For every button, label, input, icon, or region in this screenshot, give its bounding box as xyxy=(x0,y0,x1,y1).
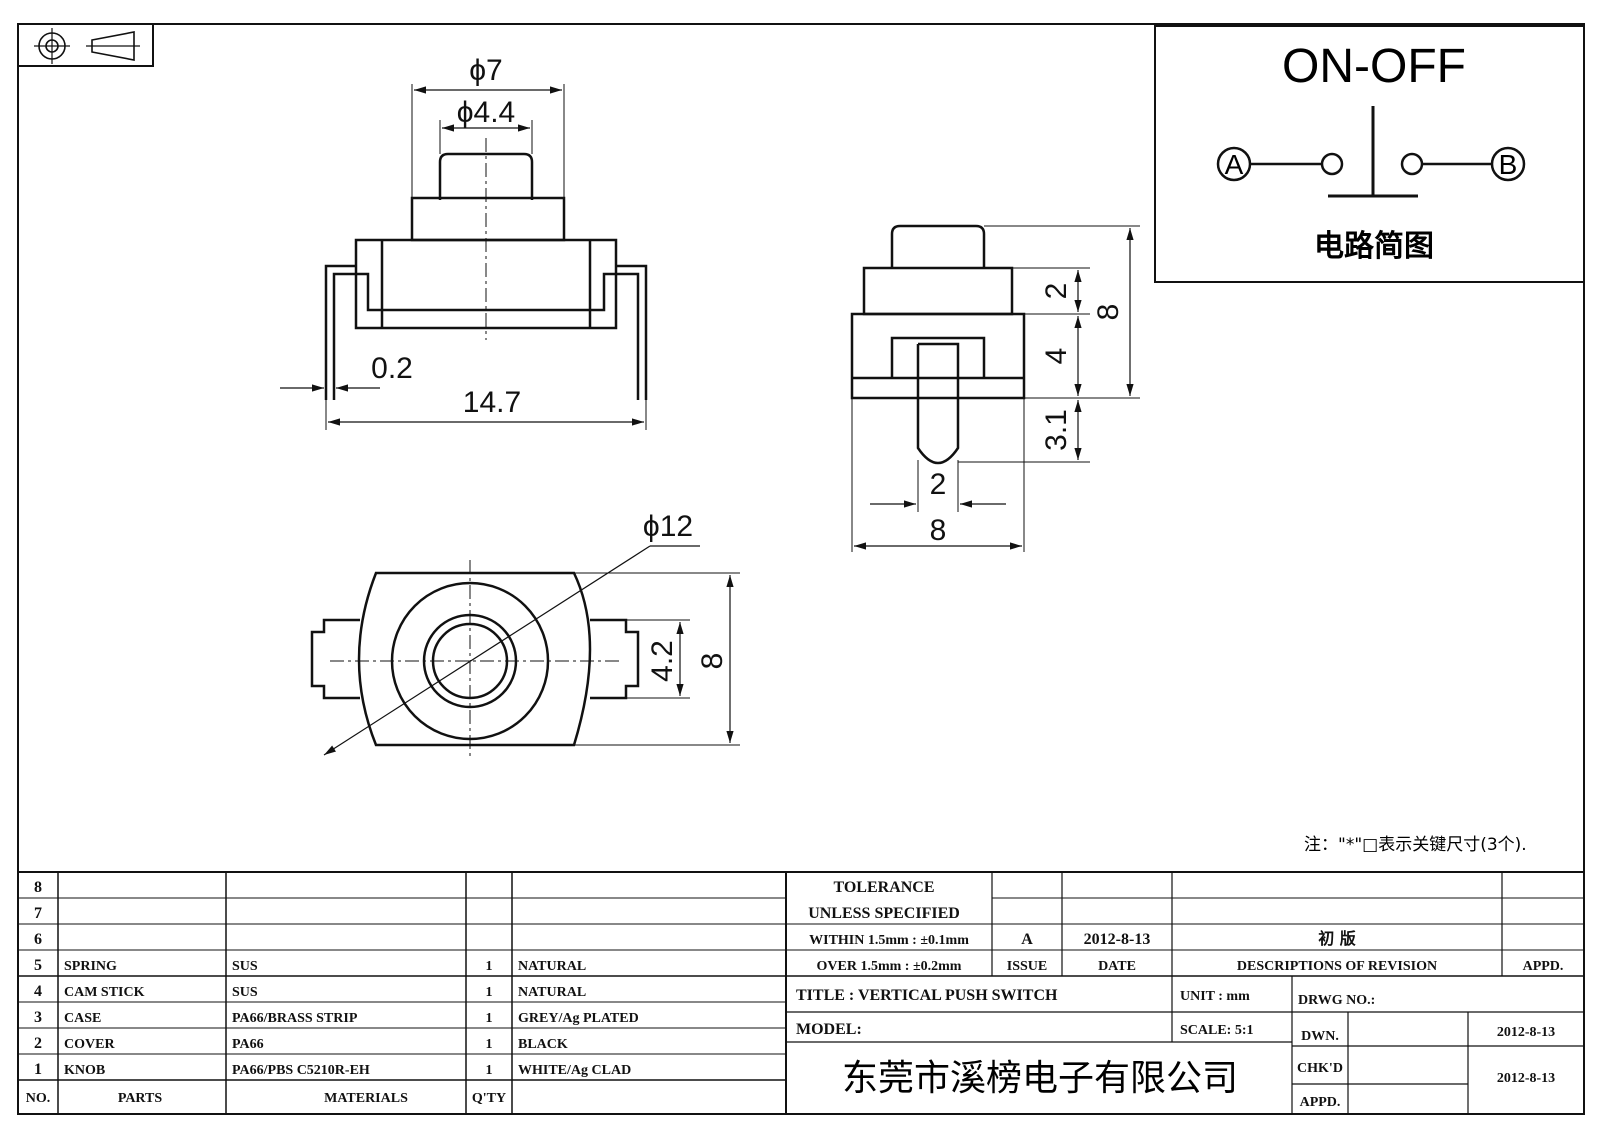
svg-text:TOLERANCE: TOLERANCE xyxy=(833,879,934,896)
table-row: 8 xyxy=(34,879,42,896)
dim-base-dia: ϕ12 xyxy=(643,510,693,543)
svg-text:NATURAL: NATURAL xyxy=(518,985,586,1000)
circuit-title: ON-OFF xyxy=(1282,40,1466,93)
svg-text:A: A xyxy=(1021,931,1033,948)
dim-overall-width: 14.7 xyxy=(463,386,521,419)
circuit-diagram: ON-OFF A B 电路简图 xyxy=(1154,25,1585,283)
svg-text:DRWG NO.:: DRWG NO.: xyxy=(1298,993,1375,1008)
svg-text:NO.: NO. xyxy=(26,1091,51,1106)
svg-text:3: 3 xyxy=(34,1009,42,1026)
svg-text:1: 1 xyxy=(486,1011,493,1026)
svg-text:NATURAL: NATURAL xyxy=(518,959,586,974)
svg-text:Q'TY: Q'TY xyxy=(472,1091,506,1106)
company-name: 东莞市溪榜电子有限公司 xyxy=(842,1058,1238,1099)
svg-text:UNLESS SPECIFIED: UNLESS SPECIFIED xyxy=(808,905,960,922)
dim-side-offset: 4.2 xyxy=(646,640,679,682)
dim-pin-thickness: 0.2 xyxy=(371,352,413,385)
terminal-b-label: B xyxy=(1499,149,1518,180)
svg-text:DWN.: DWN. xyxy=(1301,1029,1339,1044)
svg-text:WITHIN 1.5mm : ±0.1mm: WITHIN 1.5mm : ±0.1mm xyxy=(809,933,969,948)
front-view xyxy=(280,84,648,430)
svg-text:PA66/BRASS STRIP: PA66/BRASS STRIP xyxy=(232,1011,358,1026)
svg-text:OVER 1.5mm : ±0.2mm: OVER 1.5mm : ±0.2mm xyxy=(817,959,962,974)
svg-text:2: 2 xyxy=(34,1035,42,1052)
svg-text:1: 1 xyxy=(486,985,493,1000)
svg-text:1: 1 xyxy=(34,1061,42,1078)
svg-text:WHITE/Ag CLAD: WHITE/Ag CLAD xyxy=(518,1063,631,1078)
terminal-a-label: A xyxy=(1225,149,1244,180)
svg-text:MODEL:: MODEL: xyxy=(796,1021,862,1038)
table-row: 5 SPRING SUS 1 NATURAL xyxy=(34,957,586,974)
svg-text:SCALE: 5:1: SCALE: 5:1 xyxy=(1180,1023,1254,1038)
tolerance-block: TOLERANCE UNLESS SPECIFIED WITHIN 1.5mm … xyxy=(808,879,969,974)
svg-text:BLACK: BLACK xyxy=(518,1037,568,1052)
svg-text:PA66/PBS C5210R-EH: PA66/PBS C5210R-EH xyxy=(232,1063,370,1078)
svg-text:2012-8-13: 2012-8-13 xyxy=(1084,931,1151,948)
table-row: 2 COVER PA66 1 BLACK xyxy=(34,1035,568,1052)
dim-side-total: 8 xyxy=(1092,304,1125,321)
svg-text:7: 7 xyxy=(34,905,42,922)
dim-side-pin-w: 2 xyxy=(930,468,947,501)
svg-text:6: 6 xyxy=(34,931,42,948)
svg-text:GREY/Ag PLATED: GREY/Ag PLATED xyxy=(518,1011,639,1026)
dim-base-height: 8 xyxy=(696,653,729,670)
svg-text:APPD.: APPD. xyxy=(1300,1095,1341,1110)
svg-text:SUS: SUS xyxy=(232,985,258,1000)
svg-text:DESCRIPTIONS OF REVISION: DESCRIPTIONS OF REVISION xyxy=(1237,959,1437,974)
svg-text:初 版: 初 版 xyxy=(1318,929,1356,948)
dim-side-case: 4 xyxy=(1040,348,1073,365)
svg-text:COVER: COVER xyxy=(64,1037,115,1052)
svg-text:SUS: SUS xyxy=(232,959,258,974)
svg-text:2012-8-13: 2012-8-13 xyxy=(1497,1025,1555,1040)
svg-text:KNOB: KNOB xyxy=(64,1063,105,1078)
title-block-grid xyxy=(18,871,1584,1114)
drawing-info: TITLE : VERTICAL PUSH SWITCH UNIT : mm D… xyxy=(796,987,1555,1110)
circuit-caption: 电路简图 xyxy=(1314,229,1434,264)
dim-side-knob: 2 xyxy=(1040,283,1073,300)
svg-text:8: 8 xyxy=(34,879,42,896)
svg-text:CASE: CASE xyxy=(64,1011,101,1026)
projection-symbol-icon xyxy=(17,23,154,67)
table-row: 3 CASE PA66/BRASS STRIP 1 GREY/Ag PLATED xyxy=(34,1009,639,1026)
svg-text:MATERIALS: MATERIALS xyxy=(324,1091,408,1106)
dimension-note: 注："*"□表示关键尺寸(3个). xyxy=(1304,835,1527,855)
svg-text:1: 1 xyxy=(486,1037,493,1052)
svg-text:2012-8-13: 2012-8-13 xyxy=(1497,1071,1555,1086)
svg-text:PARTS: PARTS xyxy=(118,1091,163,1106)
svg-text:ISSUE: ISSUE xyxy=(1007,959,1047,974)
sheet-border xyxy=(17,23,1585,1115)
table-row: 6 xyxy=(34,931,42,948)
svg-text:PA66: PA66 xyxy=(232,1037,264,1052)
svg-text:UNIT : mm: UNIT : mm xyxy=(1180,989,1250,1004)
svg-text:CHK'D: CHK'D xyxy=(1297,1061,1343,1076)
svg-text:APPD.: APPD. xyxy=(1523,959,1564,974)
table-row: 4 CAM STICK SUS 1 NATURAL xyxy=(34,983,586,1000)
svg-text:4: 4 xyxy=(34,983,42,1000)
parts-list: 8 7 6 5 SPRING SUS 1 NATURAL 4 CAM STICK… xyxy=(26,879,639,1106)
table-header: NO. PARTS MATERIALS Q'TY xyxy=(26,1091,506,1106)
dim-side-width: 8 xyxy=(930,514,947,547)
drawing-title: TITLE : VERTICAL PUSH SWITCH xyxy=(796,987,1058,1004)
svg-text:CAM STICK: CAM STICK xyxy=(64,985,145,1000)
dim-stem-dia: ϕ4.4 xyxy=(457,96,516,129)
svg-text:5: 5 xyxy=(34,957,42,974)
revision-block: A 2012-8-13 初 版 ISSUE DATE DESCRIPTIONS … xyxy=(1007,929,1564,974)
table-row: 1 KNOB PA66/PBS C5210R-EH 1 WHITE/Ag CLA… xyxy=(34,1061,631,1078)
dim-side-pin-len: 3.1 xyxy=(1040,409,1073,451)
side-view xyxy=(850,224,1140,552)
svg-text:DATE: DATE xyxy=(1098,959,1136,974)
svg-text:1: 1 xyxy=(486,959,493,974)
svg-text:SPRING: SPRING xyxy=(64,959,117,974)
table-row: 7 xyxy=(34,905,42,922)
bottom-view xyxy=(310,545,740,760)
dim-knob-dia: ϕ7 xyxy=(469,54,503,87)
svg-text:1: 1 xyxy=(486,1063,493,1078)
